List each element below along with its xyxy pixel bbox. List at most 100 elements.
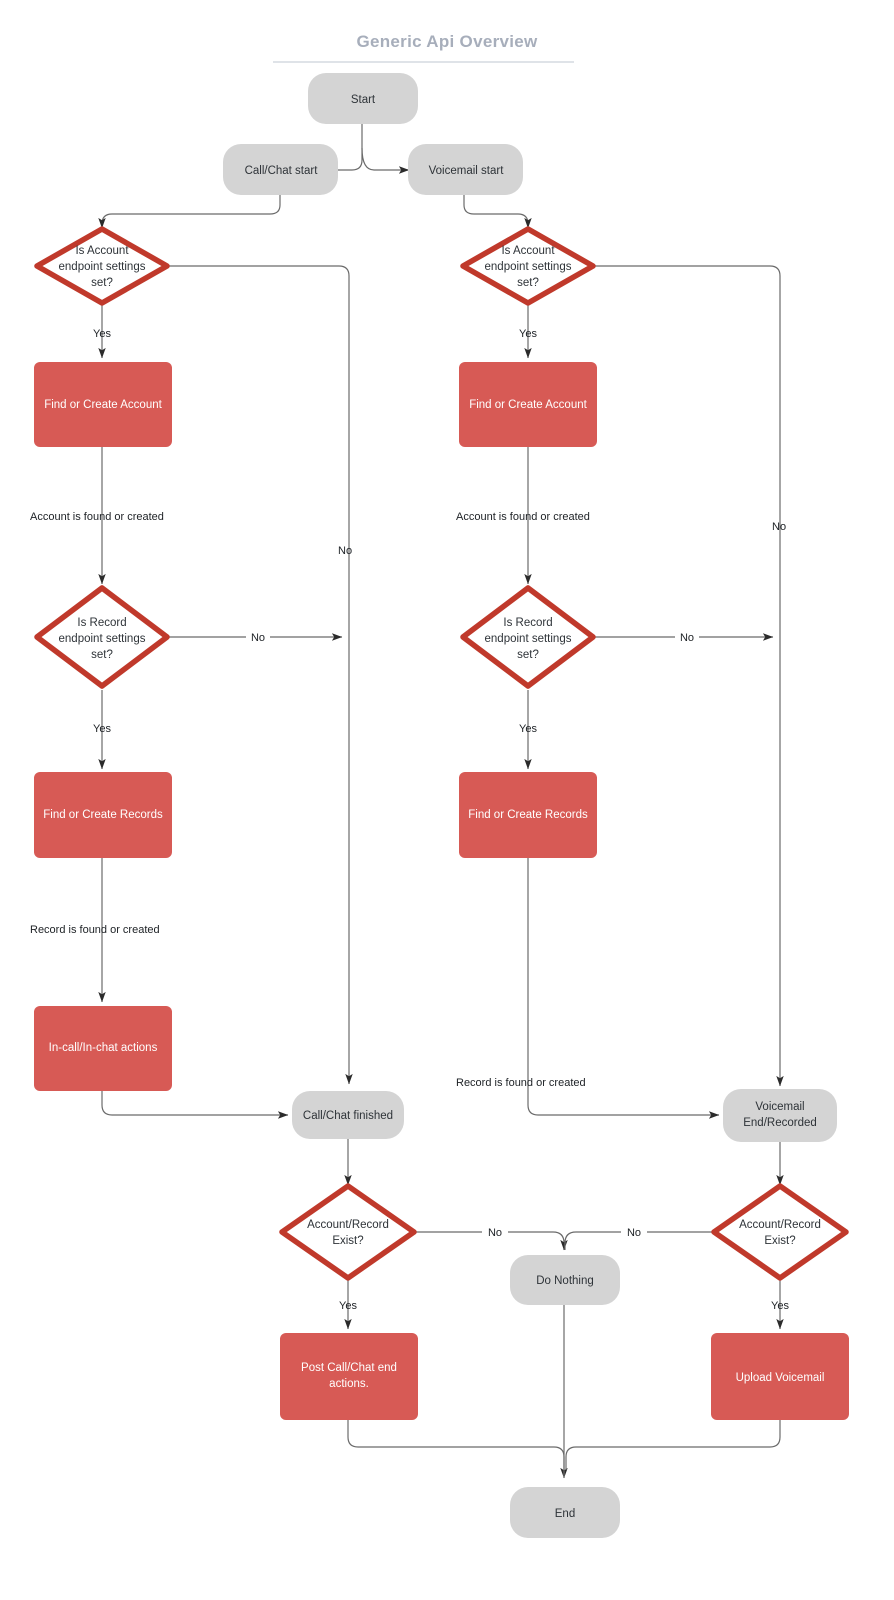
edge-find-records-to-voicemail-end	[527, 858, 720, 1119]
node-label-line1: Is Account	[501, 245, 555, 257]
node-account-record-exist-right[interactable]: Account/Record Exist?	[711, 1183, 849, 1281]
node-label-line3: set?	[91, 277, 113, 289]
node-record-endpoint-decision-right[interactable]: Is Record endpoint settings set?	[460, 585, 596, 689]
node-post-call-chat-end-actions[interactable]: Post Call/Chat end actions.	[280, 1333, 418, 1420]
node-upload-voicemail[interactable]: Upload Voicemail	[711, 1333, 849, 1420]
edge-label-yes: Yes	[93, 723, 111, 735]
edge-label-record-found: Record is found or created	[456, 1077, 586, 1089]
node-label-line1: Is Record	[77, 617, 126, 629]
node-shape-process	[34, 362, 172, 447]
node-label: Find or Create Account	[469, 399, 587, 411]
node-label: Find or Create Account	[44, 399, 162, 411]
node-find-or-create-account-left[interactable]: Find or Create Account	[34, 362, 172, 447]
edge-layer: Yes No Account is found or created No No…	[30, 124, 789, 1479]
edge-start-to-call-start	[317, 124, 363, 174]
node-label-line2: endpoint settings	[59, 633, 146, 645]
node-label-line2: End/Recorded	[743, 1117, 817, 1129]
edge-label-yes: Yes	[771, 1300, 789, 1312]
node-shape-terminal	[510, 1487, 620, 1538]
edge-upload-to-end	[565, 1420, 781, 1470]
node-shape-decision	[279, 1183, 417, 1281]
node-call-chat-finished[interactable]: Call/Chat finished	[292, 1091, 404, 1139]
node-shape-decision	[711, 1183, 849, 1281]
node-in-call-in-chat-actions[interactable]: In-call/In-chat actions	[34, 1006, 172, 1091]
node-end[interactable]: End	[510, 1487, 620, 1538]
edge-label-no: No	[627, 1227, 641, 1239]
node-do-nothing[interactable]: Do Nothing	[510, 1255, 620, 1305]
edge-label-account-found: Account is found or created	[456, 511, 590, 523]
page-title: Generic Api Overview	[356, 32, 538, 51]
node-record-endpoint-decision-left[interactable]: Is Record endpoint settings set?	[34, 585, 170, 689]
edge-label-no: No	[680, 632, 694, 644]
node-label: In-call/In-chat actions	[49, 1042, 158, 1054]
edge-label-no: No	[338, 545, 352, 557]
node-shape-decision	[34, 585, 170, 689]
node-find-or-create-records-left[interactable]: Find or Create Records	[34, 772, 172, 858]
edge-account-decision-no-right	[592, 265, 784, 1087]
edge-exist-no-right-to-do-nothing	[564, 1231, 716, 1250]
node-label: End	[555, 1508, 575, 1520]
edge-label-yes: Yes	[93, 328, 111, 340]
edge-in-call-to-call-finished	[101, 1091, 289, 1119]
node-label-line1: Post Call/Chat end	[301, 1362, 397, 1374]
node-find-or-create-records-right[interactable]: Find or Create Records	[459, 772, 597, 858]
label-bg	[482, 1225, 508, 1239]
node-voicemail-start[interactable]: Voicemail start	[408, 144, 523, 195]
node-account-record-exist-left[interactable]: Account/Record Exist?	[279, 1183, 417, 1281]
edge-label-yes: Yes	[519, 328, 537, 340]
node-shape-decision	[460, 226, 596, 306]
node-label-line2: Exist?	[764, 1235, 795, 1247]
node-label: Call/Chat start	[245, 165, 319, 177]
edge-label-account-found: Account is found or created	[30, 511, 164, 523]
node-account-endpoint-decision-right[interactable]: Is Account endpoint settings set?	[460, 226, 596, 306]
node-label: Voicemail start	[429, 165, 505, 177]
node-shape-terminal	[223, 144, 338, 195]
node-shape-terminal	[510, 1255, 620, 1305]
node-voicemail-end-recorded[interactable]: Voicemail End/Recorded	[723, 1089, 837, 1142]
node-shape-terminal	[292, 1091, 404, 1139]
edge-account-decision-no-left	[166, 265, 353, 1085]
node-label-line1: Is Record	[503, 617, 552, 629]
node-account-endpoint-decision-left[interactable]: Is Account endpoint settings set?	[34, 226, 170, 306]
node-label: Find or Create Records	[468, 809, 588, 821]
label-bg	[246, 630, 270, 644]
label-bg	[621, 1225, 647, 1239]
node-shape-decision	[460, 585, 596, 689]
node-label: Start	[351, 94, 376, 106]
node-start[interactable]: Start	[308, 73, 418, 124]
node-shape-decision	[34, 226, 170, 306]
node-shape-terminal	[308, 73, 418, 124]
node-shape-process	[459, 772, 597, 858]
edge-label-yes: Yes	[519, 723, 537, 735]
node-shape-process	[34, 1006, 172, 1091]
node-shape-process	[280, 1333, 418, 1420]
node-label-line1: Account/Record	[739, 1219, 821, 1231]
edge-call-start-to-account-decision	[98, 195, 281, 229]
node-shape-process	[711, 1333, 849, 1420]
node-label-line1: Account/Record	[307, 1219, 389, 1231]
edge-post-call-to-end	[347, 1420, 568, 1479]
edge-label-record-found: Record is found or created	[30, 924, 160, 936]
node-label: Do Nothing	[536, 1275, 594, 1287]
node-label: Find or Create Records	[43, 809, 163, 821]
label-bg	[675, 630, 699, 644]
node-label-line1: Is Account	[75, 245, 129, 257]
edge-label-no: No	[772, 521, 786, 533]
edge-label-no: No	[488, 1227, 502, 1239]
node-shape-process	[34, 772, 172, 858]
edge-start-to-voicemail-start	[361, 147, 410, 174]
node-label-line2: Exist?	[332, 1235, 363, 1247]
node-label-line3: set?	[517, 649, 539, 661]
edge-exist-no-left-to-do-nothing	[413, 1231, 568, 1251]
node-label-line2: actions.	[329, 1378, 369, 1390]
node-shape-terminal	[723, 1089, 837, 1142]
node-label-line2: endpoint settings	[59, 261, 146, 273]
edge-voicemail-start-to-account-decision	[463, 195, 532, 229]
node-shape-process	[459, 362, 597, 447]
node-call-chat-start[interactable]: Call/Chat start	[223, 144, 338, 195]
node-label: Call/Chat finished	[303, 1110, 393, 1122]
node-label-line1: Voicemail	[755, 1101, 804, 1113]
node-find-or-create-account-right[interactable]: Find or Create Account	[459, 362, 597, 447]
node-label-line2: endpoint settings	[485, 633, 572, 645]
